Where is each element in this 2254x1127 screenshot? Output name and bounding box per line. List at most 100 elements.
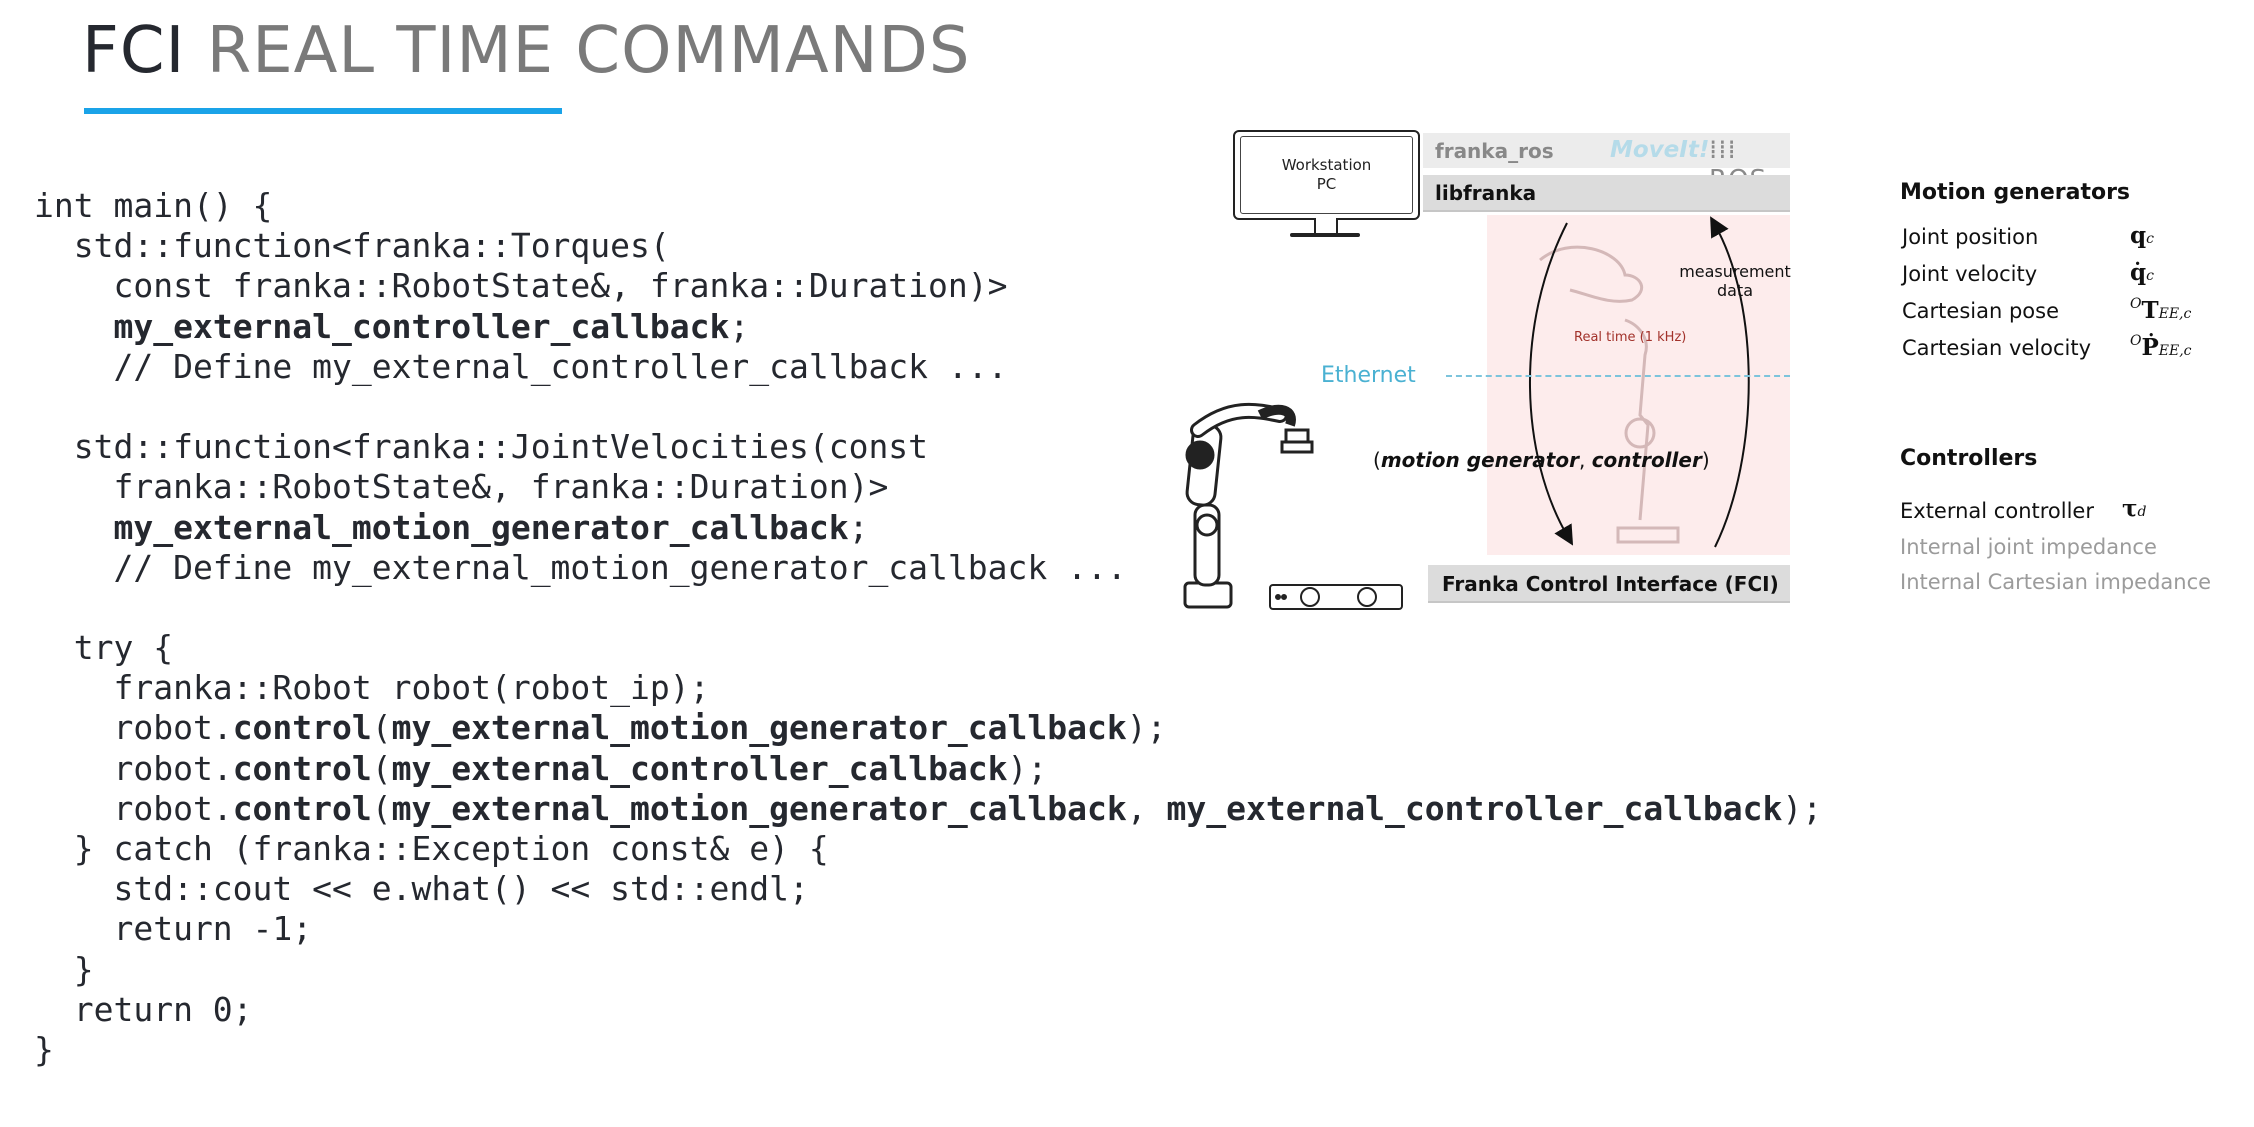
internal-joint-impedance-item: Internal joint impedance (1900, 535, 2157, 559)
controllers-heading: Controllers (1900, 446, 2038, 471)
motion-symbol: OṖEE,c (2130, 333, 2192, 361)
code-line: return 0; (34, 990, 1822, 1030)
symbol-subscript: c (2146, 268, 2154, 284)
code-token: } catch (franka::Exception const& e) { (34, 829, 829, 868)
code-line: std::cout << e.what() << std::endl; (34, 869, 1822, 909)
franka-ros-label: franka_ros (1435, 139, 1554, 163)
code-token: return -1; (34, 909, 313, 949)
code-token: return 0; (34, 989, 253, 1029)
code-token: , (1126, 788, 1167, 828)
code-token (34, 307, 113, 346)
title-fci: FCI (82, 14, 186, 88)
code-line: franka::Robot robot(robot_ip); (34, 668, 1822, 708)
symbol-main: Ṗ (2141, 334, 2159, 361)
moveit-logo: MoveIt! (1610, 137, 1710, 163)
symbol-main: q̇ (2130, 259, 2147, 286)
code-token: franka::RobotState&, franka::Duration)> (34, 467, 889, 507)
code-token-bold: my_external_motion_generator_callback (391, 708, 1127, 748)
code-token: ); (1782, 788, 1823, 828)
symbol-main: q (2130, 222, 2147, 249)
fci-bold: FCI (1733, 572, 1770, 596)
code-line: // Define my_external_motion_generator_c… (34, 548, 1822, 588)
realtime-label: Real time (1 kHz) (1574, 330, 1687, 345)
code-line: robot.control(my_external_controller_cal… (34, 749, 1822, 789)
code-token-bold: my_external_motion_generator_callback (391, 788, 1127, 828)
code-line: int main() { (34, 186, 1822, 226)
external-controller-item: External controller (1900, 499, 2094, 523)
code-token-bold: my_external_controller_callback (1166, 788, 1783, 828)
code-line: std::function<franka::JointVelocities(co… (34, 427, 1822, 467)
code-token: robot. (34, 748, 233, 788)
code-token: ; (848, 507, 869, 547)
control-box-icon (1269, 584, 1403, 610)
title-rest: REAL TIME COMMANDS (206, 14, 971, 88)
paren-open: ( (1373, 448, 1381, 472)
franka-ros-layer: franka_ros MoveIt! ⁞⁞⁞ROS (1423, 133, 1790, 195)
code-line: robot.control(my_external_motion_generat… (34, 789, 1822, 829)
motion-symbol: OTEE,c (2130, 296, 2191, 324)
code-token: int main() { (34, 186, 273, 225)
fci-layer: Franka Control Interface (FCI) (1428, 565, 1790, 603)
code-line: } (34, 1030, 1822, 1070)
code-token: std::cout << e.what() << std::endl; (34, 869, 809, 909)
code-token: const franka::RobotState&, franka::Durat… (34, 266, 1008, 306)
code-line: robot.control(my_external_motion_generat… (34, 708, 1822, 748)
fci-label: Franka Control Interface (FCI) (1442, 572, 1779, 596)
code-token: ( (371, 748, 392, 788)
tau-subscript: d (2137, 504, 2147, 520)
motion-item-cartesian-velocity: Cartesian velocity (1902, 336, 2092, 360)
symbol-subscript: EE,c (2158, 343, 2192, 359)
tau-symbol: τ (2122, 495, 2138, 522)
motion-generators-heading: Motion generators (1900, 180, 2131, 205)
fci-suffix: ) (1769, 572, 1779, 596)
fci-prefix: Franka Control Interface ( (1442, 572, 1734, 596)
page-title: FCI REAL TIME COMMANDS (82, 14, 970, 88)
controller-text: controller (1591, 448, 1702, 472)
code-line: franka::RobotState&, franka::Duration)> (34, 467, 1822, 507)
code-token: ; (729, 306, 750, 346)
code-token-bold: control (232, 748, 372, 788)
monitor-base (1290, 233, 1360, 237)
symbol-subscript: EE,c (2158, 306, 2192, 322)
code-line: } catch (franka::Exception const& e) { (34, 829, 1822, 869)
code-line: std::function<franka::Torques( (34, 226, 1822, 266)
code-token: } (34, 949, 94, 989)
motion-generator-text: motion generator (1380, 448, 1579, 472)
code-token: std::function<franka::JointVelocities(co… (34, 427, 929, 467)
code-token: } (34, 1029, 54, 1069)
robot-silhouette-faint (1539, 245, 1680, 544)
libfranka-label: libfranka (1435, 181, 1537, 205)
symbol-subscript: c (2146, 231, 2154, 247)
code-token: // Define my_external_motion_generator_c… (34, 547, 1127, 587)
symbol-superscript: O (2130, 296, 2142, 312)
code-line: return -1; (34, 909, 1822, 949)
code-block: int main() { std::function<franka::Torqu… (34, 186, 1822, 1070)
libfranka-layer: libfranka (1423, 175, 1790, 212)
code-token: franka::Robot robot(robot_ip); (34, 668, 710, 708)
title-underline (84, 108, 562, 114)
ethernet-line (1446, 375, 1790, 377)
code-token-bold: my_external_controller_callback (391, 748, 1008, 788)
symbol-superscript: O (2130, 333, 2142, 349)
measurement-arrow (1710, 216, 1750, 548)
code-token-bold: control (232, 788, 372, 828)
motion-item-joint-position: Joint position (1902, 225, 2039, 249)
command-arrow (1528, 222, 1574, 546)
code-token: ); (1126, 708, 1167, 748)
code-line: my_external_motion_generator_callback; (34, 508, 1822, 548)
paren-close: ) (1701, 448, 1710, 472)
ethernet-label: Ethernet (1321, 363, 1416, 388)
tau-d-symbol: τd (2122, 495, 2146, 522)
code-token: ( (371, 788, 392, 828)
monitor-stand (1314, 218, 1338, 234)
code-token (34, 508, 113, 547)
code-token: // Define my_external_controller_callbac… (34, 346, 1008, 386)
motion-symbol: q̇c (2130, 259, 2154, 286)
code-line: my_external_controller_callback; (34, 307, 1822, 347)
motion-item-joint-velocity: Joint velocity (1902, 262, 2038, 286)
motion-generator-controller-label: (motion generator, controller) (1373, 448, 1710, 472)
code-token: ( (371, 708, 392, 748)
code-line: try { (34, 628, 1822, 668)
